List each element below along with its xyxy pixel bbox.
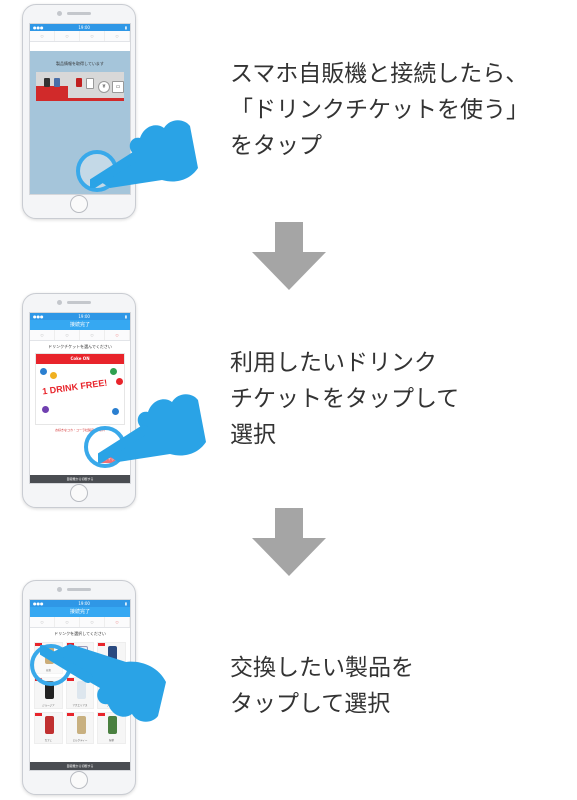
speaker-grille [67,301,91,304]
yen-icon: ¥ [98,81,110,93]
app-tabs[interactable]: ▢▢▢▢ [30,330,130,341]
product-card[interactable]: ミルクティー [65,712,95,744]
brand-logo: Coke ON [36,354,124,364]
phone-screen: ●●●19:00▮ ▢▢▢▢ 製品情報を取得しています ¥ ▭ [29,23,131,195]
product-heading: ドリンクを選択してください [54,631,106,636]
hand-icon [90,120,198,188]
app-tabs[interactable]: ▢▢▢▢ [30,31,130,42]
disconnect-button[interactable]: 自販機から切断する [30,475,130,483]
ticket-info: お好きなコカ・コーラ社製品1本無料 [55,428,105,432]
app-tabs[interactable]: ▢▢▢▢ [30,617,130,628]
step-1-caption: スマホ自販機と接続したら、 「ドリンクチケットを使う」 をタップ [230,61,529,159]
product-card[interactable]: 緑茶 [97,712,126,744]
home-button [70,484,88,502]
home-button [70,771,88,789]
speaker-grille [67,12,91,15]
hand-icon [98,394,206,463]
hand-icon [40,644,166,722]
camera-icon [57,11,62,16]
ticket-heading: ドリンクチケットを選んでください [48,344,112,349]
card-icon: ▭ [112,81,124,93]
vending-machine-illustration: ¥ ▭ [36,72,124,101]
loading-message: 製品情報を取得しています [56,61,104,66]
camera-icon [57,300,62,305]
camera-icon [57,587,62,592]
speaker-grille [67,588,91,591]
phone-mockup: ●●●19:00▮ ▢▢▢▢ 製品情報を取得しています ¥ ▭ [22,4,136,219]
down-arrow-icon [252,222,326,290]
status-bar: ●●●19:00▮ [30,600,130,607]
nav-title: 接続完了 [30,320,130,330]
nav-title: 接続完了 [30,607,130,617]
status-bar: ●●●19:00▮ [30,313,130,320]
step-2-caption: 利用したいドリンク チケットをタップして 選択 [230,350,460,448]
down-arrow-icon [252,508,326,576]
home-button [70,195,88,213]
product-card[interactable]: カフェ [34,712,63,744]
status-bar: ●●●19:00▮ [30,24,130,31]
step-3-caption: 交換したい製品を タップして選択 [230,655,414,717]
disconnect-button[interactable]: 自販機から切断する [30,762,130,770]
drink-ticket[interactable]: Coke ON 1 DRINK FREE! [35,353,125,425]
